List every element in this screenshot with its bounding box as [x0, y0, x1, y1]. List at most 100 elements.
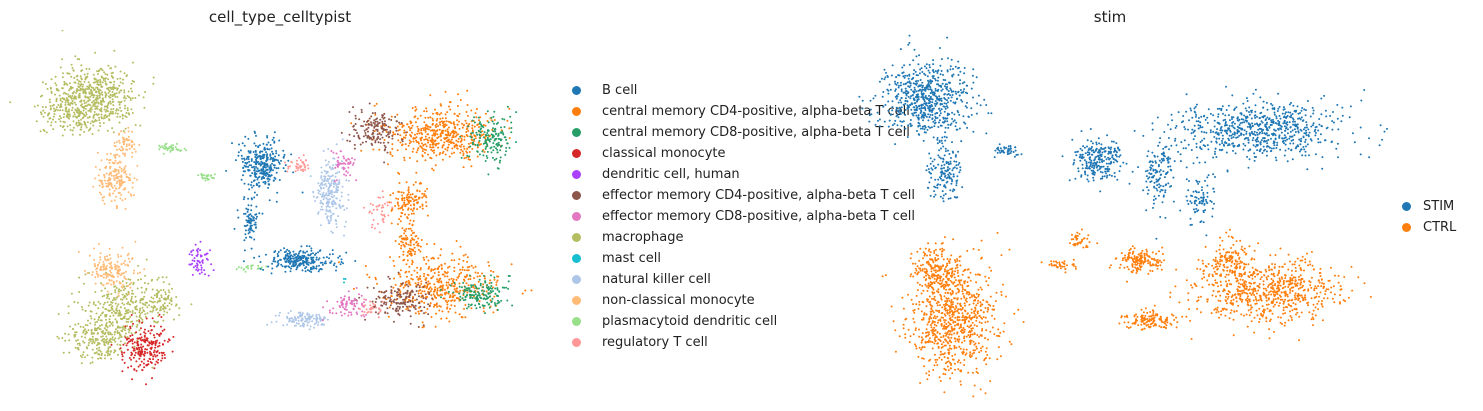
scatter-point	[147, 330, 150, 333]
scatter-point	[121, 318, 124, 320]
scatter-point	[92, 303, 95, 305]
scatter-point	[248, 231, 251, 234]
scatter-point	[436, 133, 439, 136]
scatter-point	[193, 260, 196, 262]
scatter-point	[443, 270, 446, 273]
scatter-point	[338, 204, 341, 207]
scatter-point	[418, 302, 421, 305]
scatter-point	[332, 167, 335, 170]
scatter-point	[110, 357, 113, 360]
scatter-point	[287, 312, 290, 315]
scatter-point	[490, 274, 492, 277]
scatter-point	[59, 120, 62, 123]
scatter-point	[248, 217, 250, 220]
scatter-point	[321, 323, 324, 325]
scatter-point	[411, 224, 414, 227]
scatter-point	[77, 89, 80, 92]
scatter-point	[194, 243, 197, 246]
scatter-point	[430, 157, 433, 160]
scatter-point	[247, 204, 250, 207]
scatter-point	[247, 208, 250, 211]
scatter-point	[233, 227, 236, 230]
scatter-point	[54, 121, 57, 123]
scatter-point	[258, 144, 261, 147]
scatter-point	[409, 227, 412, 230]
scatter-point	[201, 176, 204, 179]
scatter-point	[261, 176, 264, 179]
scatter-point	[510, 127, 513, 129]
scatter-point	[396, 202, 399, 205]
scatter-point	[94, 51, 97, 54]
scatter-point	[98, 96, 101, 99]
scatter-point	[124, 104, 127, 107]
scatter-point	[329, 175, 331, 178]
scatter-point	[439, 117, 442, 120]
scatter-point	[109, 172, 112, 175]
scatter-point	[506, 119, 509, 122]
scatter-point	[360, 108, 363, 111]
scatter-point	[249, 213, 252, 216]
scatter-point	[293, 324, 296, 327]
scatter-point	[106, 275, 109, 278]
scatter-point	[110, 341, 113, 344]
scatter-point	[336, 159, 339, 162]
scatter-point	[102, 117, 105, 120]
scatter-point	[405, 203, 408, 206]
scatter-point	[329, 209, 332, 212]
scatter-point	[253, 179, 256, 182]
scatter-point	[456, 123, 459, 126]
scatter-point	[477, 302, 480, 305]
scatter-point	[160, 325, 162, 328]
scatter-point	[450, 277, 453, 280]
scatter-point	[342, 298, 345, 301]
scatter-point	[478, 278, 481, 281]
scatter-point	[138, 94, 140, 97]
scatter-point	[415, 298, 418, 301]
scatter-point	[110, 88, 113, 90]
scatter-point	[145, 258, 148, 261]
scatter-point	[411, 259, 414, 262]
scatter-point	[287, 159, 290, 162]
scatter-point	[100, 159, 103, 162]
scatter-point	[134, 306, 137, 309]
scatter-point	[125, 312, 128, 315]
scatter-point	[261, 155, 264, 158]
scatter-point	[121, 355, 124, 358]
scatter-point	[444, 133, 447, 136]
scatter-point	[299, 325, 302, 327]
scatter-point	[304, 315, 306, 318]
scatter-point	[476, 133, 479, 136]
scatter-point	[106, 326, 109, 329]
scatter-point	[114, 156, 117, 159]
scatter-point	[397, 129, 400, 132]
scatter-point	[83, 73, 86, 76]
scatter-point	[502, 133, 505, 136]
scatter-point	[143, 268, 146, 271]
scatter-point	[97, 332, 99, 334]
scatter-point	[406, 292, 408, 295]
scatter-point	[169, 299, 172, 302]
scatter-point	[97, 243, 100, 245]
scatter-point	[247, 137, 250, 140]
scatter-point	[415, 290, 418, 292]
scatter-point	[434, 286, 437, 289]
scatter-point	[500, 138, 503, 141]
scatter-point	[99, 350, 102, 353]
scatter-point	[310, 247, 313, 250]
scatter-point	[460, 316, 463, 318]
scatter-point	[100, 113, 103, 116]
scatter-point	[197, 174, 200, 177]
scatter-point	[440, 139, 443, 142]
scatter-point	[119, 298, 122, 301]
scatter-point	[408, 270, 411, 273]
scatter-point	[272, 179, 275, 182]
scatter-point	[37, 104, 39, 107]
scatter-point	[138, 348, 141, 351]
scatter-point	[107, 78, 109, 81]
scatter-point	[434, 130, 437, 133]
scatter-point	[424, 135, 427, 138]
scatter-point	[114, 318, 117, 321]
scatter-point	[466, 289, 469, 292]
scatter-point	[116, 330, 119, 332]
scatter-point	[108, 183, 111, 186]
